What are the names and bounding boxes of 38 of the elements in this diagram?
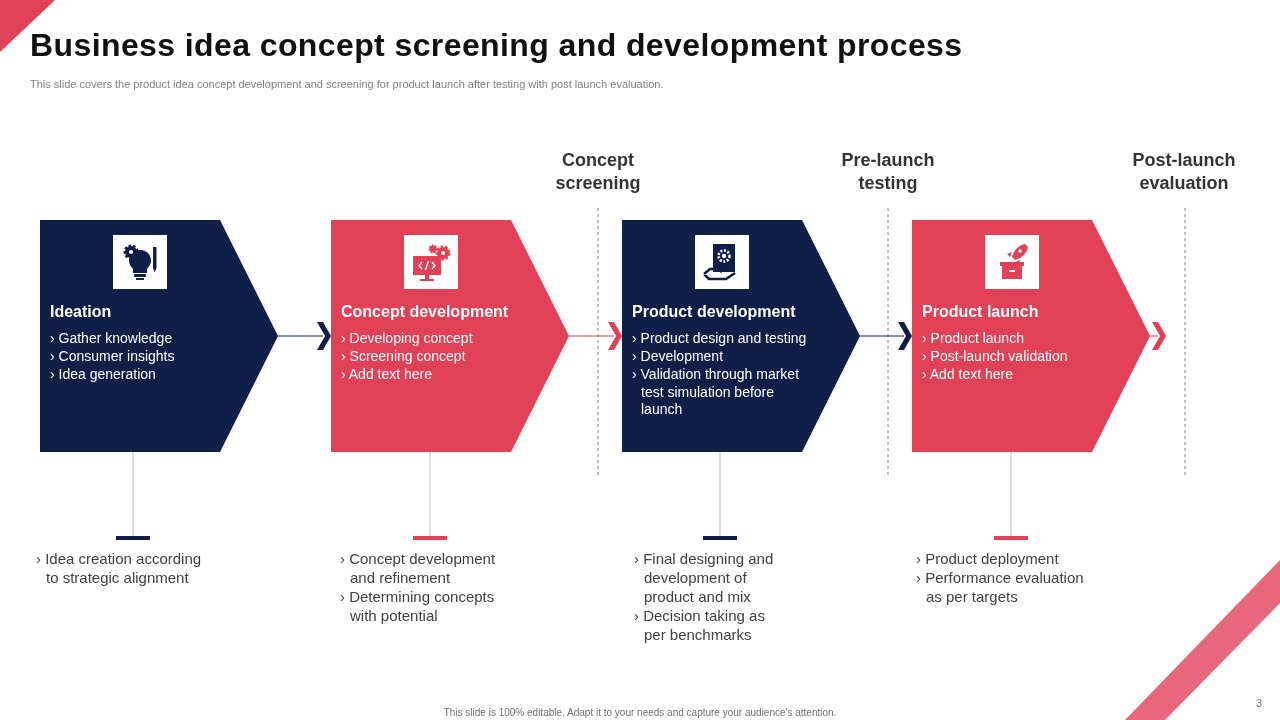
bullet-text: › Product launch bbox=[922, 330, 1025, 348]
bullet-text: › Screening concept bbox=[341, 348, 467, 366]
stage-title: Product development bbox=[632, 302, 796, 321]
bullet-text: › Determining concepts with potential bbox=[340, 587, 496, 625]
bullet-text: › Gather knowledge bbox=[50, 330, 174, 348]
bullet-text: › Final designing and development of product and mix bbox=[634, 549, 775, 606]
chevron-arrow bbox=[859, 322, 912, 350]
page-number: 3 bbox=[1256, 697, 1263, 709]
bullet-text: › Add text here bbox=[922, 366, 1015, 384]
bullet-text: › Idea generation bbox=[50, 366, 157, 384]
tee-connector bbox=[994, 451, 1028, 540]
chevron-arrow bbox=[277, 322, 331, 350]
bullet-text: › Performance evaluation as per targets bbox=[916, 568, 1085, 606]
bullet-text: › Product deployment bbox=[916, 549, 1060, 568]
chevron-arrow bbox=[1149, 322, 1166, 350]
tee-connector bbox=[703, 451, 737, 540]
bullet-text: › Developing concept bbox=[341, 330, 474, 348]
slide-title: Business idea concept screening and development process bbox=[30, 27, 963, 64]
bullet-text: › Post-launch validation bbox=[922, 348, 1069, 366]
bullet-text: › Consumer insights bbox=[50, 348, 176, 366]
bullet-text: › Concept development and refinement bbox=[340, 549, 497, 587]
tee-connector bbox=[116, 451, 150, 540]
bullet-text: › Product design and testing bbox=[632, 330, 808, 348]
slide-subtitle: This slide covers the product idea concept development and screening for product launch after testing with post launch evaluation. bbox=[30, 78, 664, 90]
phase-heading: Post-launch evaluation bbox=[1131, 149, 1237, 195]
stage-title: Ideation bbox=[50, 302, 112, 321]
stage-title: Concept development bbox=[341, 302, 509, 321]
stage-title: Product launch bbox=[922, 302, 1039, 321]
footer-note: This slide is 100% editable. Adapt it to your needs and capture your audience's attention. bbox=[443, 707, 837, 718]
phase-heading: Concept screening bbox=[554, 149, 642, 195]
phase-heading: Pre-launch testing bbox=[840, 149, 936, 195]
bullet-text: › Add text here bbox=[341, 366, 434, 384]
chevron-arrow bbox=[568, 322, 622, 350]
bullet-text: › Development bbox=[632, 348, 725, 366]
tee-connector bbox=[413, 451, 447, 540]
bullet-text: › Validation through market test simulation before launch bbox=[632, 366, 801, 419]
bullet-text: › Decision taking as per benchmarks bbox=[634, 606, 766, 644]
bullet-text: › Idea creation according to strategic alignment bbox=[36, 549, 203, 587]
